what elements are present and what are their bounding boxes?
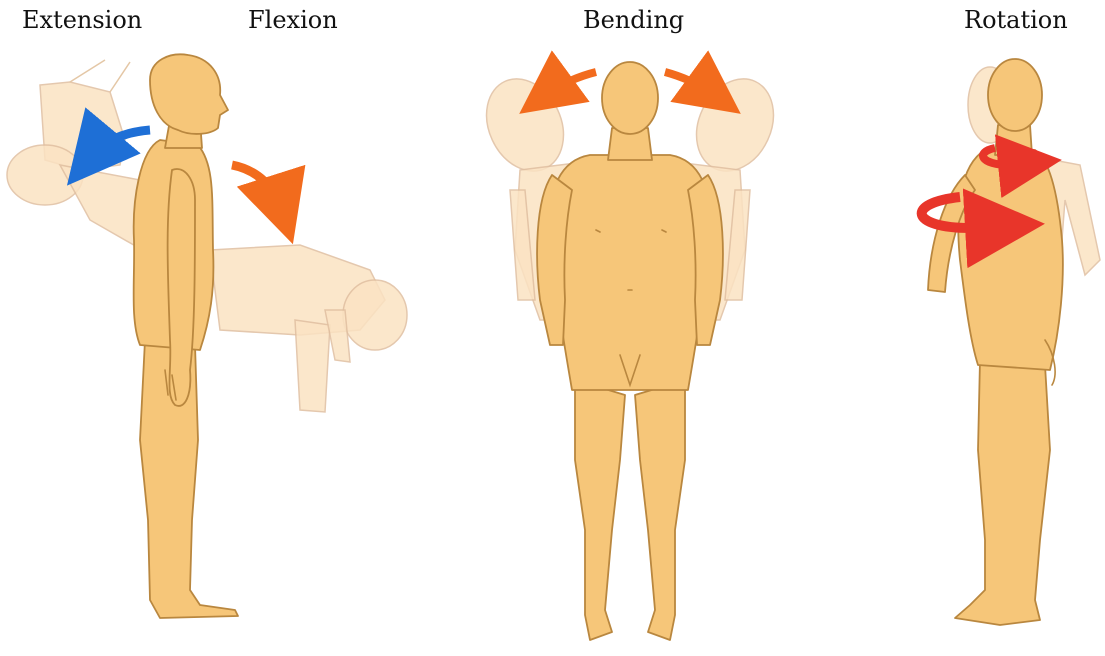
standing-side-body xyxy=(134,54,238,618)
bend-left-arrow xyxy=(545,72,596,95)
flexion-arrow xyxy=(232,165,282,210)
rotation-figure xyxy=(922,59,1100,625)
bending-figure xyxy=(472,62,788,640)
standing-front-body xyxy=(537,62,723,640)
ghost-flexion-pose xyxy=(210,245,407,412)
bend-right-arrow xyxy=(665,72,715,95)
rotation-body xyxy=(928,59,1063,625)
extension-flexion-figure xyxy=(7,54,407,618)
